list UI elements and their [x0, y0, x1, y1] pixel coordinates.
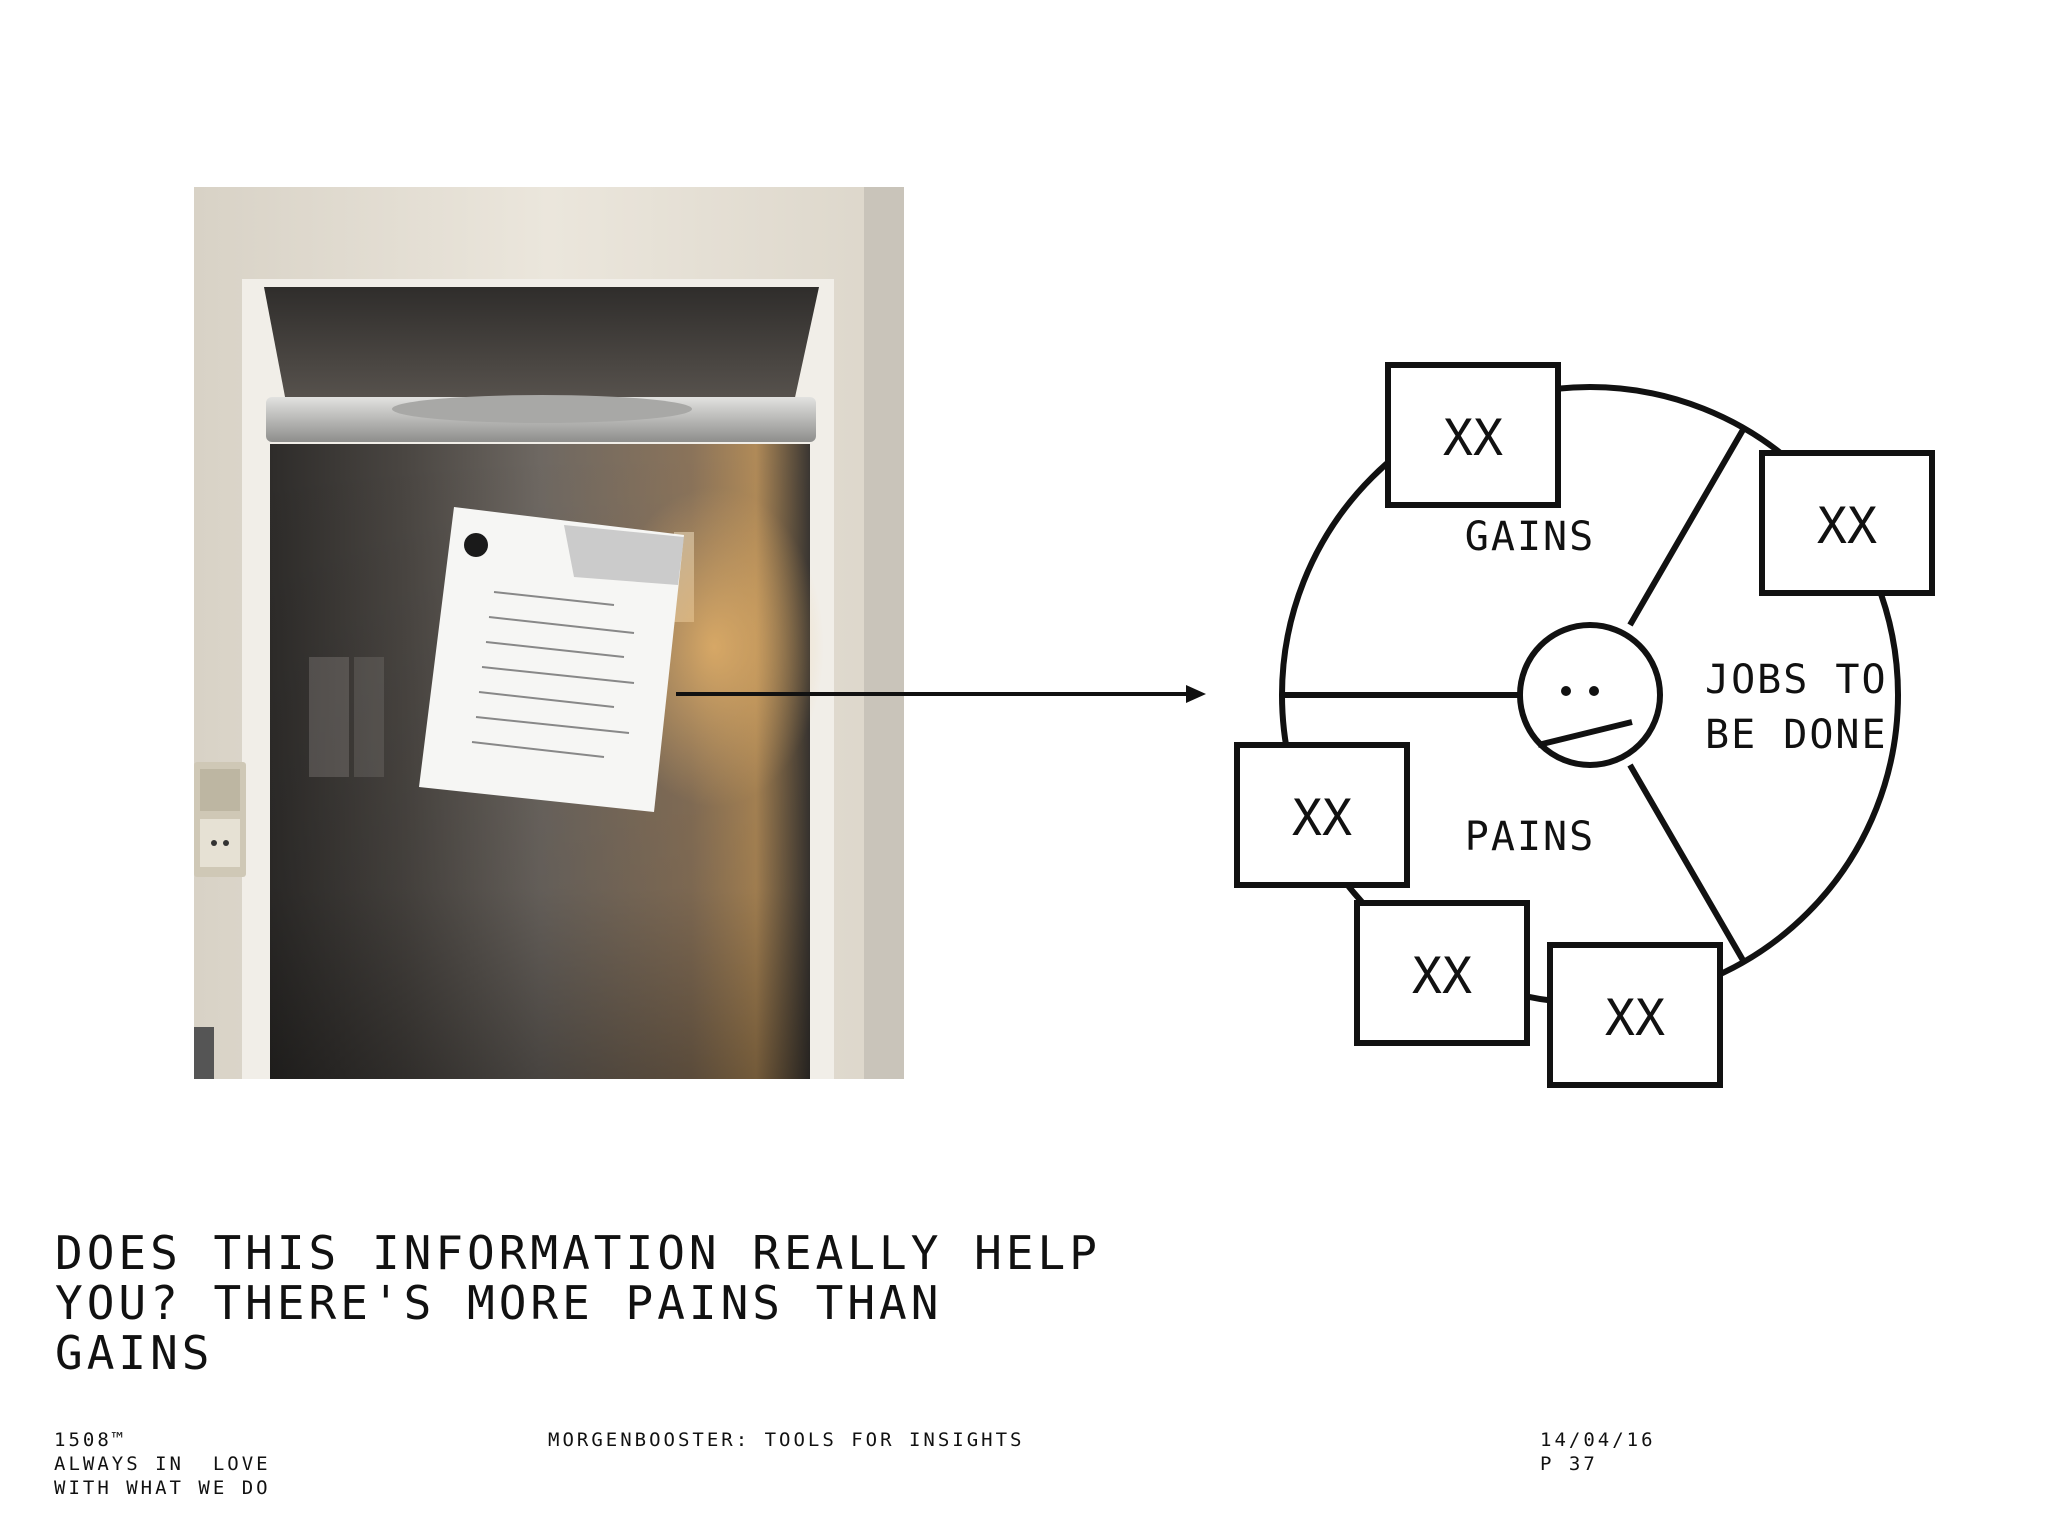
label-pains: PAINS	[1465, 814, 1595, 860]
label-jobs-line1: JOBS TO	[1705, 657, 1888, 703]
box-gains-label: XX	[1443, 409, 1503, 467]
footer-title: MORGENBOOSTER: TOOLS FOR INSIGHTS	[548, 1428, 1025, 1452]
footer-title-text: MORGENBOOSTER: TOOLS FOR INSIGHTS	[548, 1429, 1025, 1451]
box-pains-bottom: XX	[1354, 900, 1530, 1046]
box-jobs: XX	[1759, 450, 1935, 596]
neutral-face-icon	[1517, 622, 1663, 768]
footer-brand-line: WITH WHAT WE DO	[54, 1477, 271, 1499]
box-pains-left-label: XX	[1292, 789, 1352, 847]
box-jobs-bottom-label: XX	[1605, 989, 1665, 1047]
divider-upper	[1627, 426, 1747, 627]
fridge-photo	[194, 187, 904, 1079]
box-pains-bottom-label: XX	[1412, 947, 1472, 1005]
customer-profile-diagram: GAINS PAINS JOBS TO BE DONE XX XX XX XX …	[1234, 362, 1935, 1088]
footer-brand-line: 1508™	[54, 1429, 127, 1451]
box-pains-left: XX	[1234, 742, 1410, 888]
footer-brand-line: ALWAYS IN LOVE	[54, 1453, 271, 1475]
connector-arrow	[676, 685, 1206, 703]
label-gains: GAINS	[1465, 514, 1595, 560]
divider-lower	[1627, 763, 1747, 964]
headline: DOES THIS INFORMATION REALLY HELP YOU? T…	[55, 1226, 1101, 1380]
footer-date: 14/04/16	[1540, 1429, 1656, 1451]
footer-meta: 14/04/16 P 37	[1540, 1428, 1656, 1476]
box-gains: XX	[1385, 362, 1561, 508]
box-jobs-label: XX	[1817, 497, 1877, 555]
label-jobs-line2: BE DONE	[1705, 712, 1888, 758]
footer-page-number: P 37	[1540, 1453, 1598, 1475]
box-jobs-bottom: XX	[1547, 942, 1723, 1088]
footer-brand: 1508™ ALWAYS IN LOVE WITH WHAT WE DO	[54, 1428, 271, 1500]
